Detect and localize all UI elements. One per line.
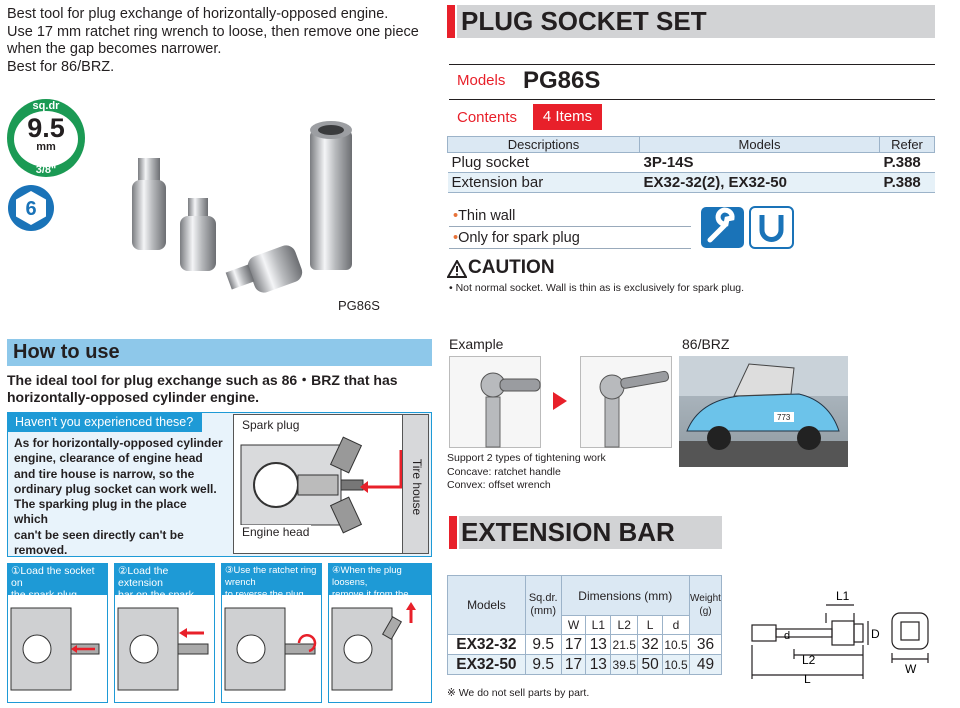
question-banner: Haven't you experienced these? [7, 412, 202, 432]
step-label: ④When the plug loosens, remove it from t… [328, 563, 432, 612]
engine-head-label: Engine head [240, 525, 312, 539]
table-row: EX32-50 9.5 17 13 39.5 50 10.5 49 [447, 654, 722, 675]
spark-plug-label: Spark plug [240, 418, 302, 432]
table-cell: Plug socket [447, 152, 640, 173]
badge-top-label: sq.dr [32, 100, 60, 112]
dim-label-d: d [784, 630, 790, 642]
feature-text: Thin wall [458, 208, 516, 224]
extension-title: EXTENSION BAR [459, 516, 722, 549]
col-descriptions: Descriptions [447, 136, 640, 153]
table-cell: P.388 [879, 172, 935, 193]
product-photo-caption: PG86S [338, 298, 380, 313]
dim-label-L1: L1 [836, 589, 850, 603]
step-label: ①Load the socket on the spark plug [7, 563, 108, 601]
col-L2: L2 [610, 615, 639, 635]
list-item: •Only for spark plug [449, 227, 691, 249]
product-photo [132, 121, 352, 293]
badge-size: 9.5 [27, 113, 65, 143]
badge-fraction: 3/8" [35, 164, 57, 176]
extension-accent-bar [449, 516, 457, 549]
table-row: Extension bar EX32-32(2), EX32-50 P.388 [447, 172, 935, 193]
hex-point-badge: 6 [8, 185, 54, 231]
col-weight: Weight(g) [689, 575, 722, 635]
col-models: Models [447, 575, 526, 635]
contents-table: Descriptions Models Refer Plug socket 3P… [447, 136, 935, 193]
badge-unit: mm [36, 141, 56, 153]
extension-bar-drawing: L1 L2 L d D W [751, 589, 929, 683]
table-row: EX32-32 9.5 17 13 21.5 32 10.5 36 [447, 634, 722, 655]
example-photo-convex [580, 356, 672, 448]
car-photo: 773 [679, 356, 848, 467]
header-accent-bar [447, 5, 455, 38]
col-models: Models [639, 136, 880, 153]
feature-text: Only for spark plug [458, 230, 580, 246]
svg-text:773: 773 [777, 413, 791, 422]
page-title: PLUG SOCKET SET [457, 5, 935, 38]
wrench-icon [701, 207, 744, 248]
intro-text: Best tool for plug exchange of horizonta… [7, 6, 437, 76]
problem-text: As for horizontally-opposed cylinder eng… [14, 436, 223, 558]
how-to-use-title: How to use [13, 341, 120, 363]
intro-line: when the gap becomes narrower. [7, 41, 222, 57]
col-L1: L1 [585, 615, 612, 635]
table-cell: EX32-32(2), EX32-50 [639, 172, 880, 193]
engine-illustration [240, 436, 403, 534]
tire-house [402, 414, 429, 554]
arrow-right-icon [553, 392, 567, 410]
table-cell: P.388 [879, 152, 935, 173]
example-label: Example [449, 336, 504, 352]
col-d: d [662, 615, 690, 635]
contents-label: Contents [457, 109, 518, 126]
thin-wall-icon [749, 206, 794, 249]
step-label: ②Load the extension bar on the spark plu… [114, 563, 215, 613]
hex-badge-number: 6 [25, 198, 36, 220]
how-to-use-header [7, 339, 432, 366]
col-L: L [637, 615, 664, 635]
intro-line: Best tool for plug exchange of horizonta… [7, 6, 389, 22]
extension-table: Models Sq.dr.(mm) Dimensions (mm) Weight… [447, 575, 722, 675]
col-dimensions: Dimensions (mm) [560, 575, 691, 616]
example-photo-concave [449, 356, 541, 448]
warning-icon [447, 260, 467, 278]
parts-note: ※ We do not sell parts by part. [447, 687, 590, 699]
intro-line: Best for 86/BRZ. [7, 58, 115, 75]
step-label: ③Use the ratchet ring wrench to reverse … [221, 563, 322, 600]
feature-list: •Thin wall •Only for spark plug [449, 205, 691, 249]
table-cell: Extension bar [447, 172, 640, 193]
caution-title: CAUTION [468, 257, 555, 278]
caution-text: • Not normal socket. Wall is thin as is … [449, 282, 745, 294]
dim-label-L: L [804, 672, 811, 683]
dim-label-L2: L2 [802, 653, 816, 667]
car-label: 86/BRZ [682, 336, 730, 352]
col-sqdr: Sq.dr.(mm) [524, 575, 562, 635]
col-W: W [560, 615, 587, 635]
models-label: Models [457, 72, 506, 89]
list-item: •Thin wall [449, 205, 691, 227]
how-to-use-lead: The ideal tool for plug exchange such as… [7, 372, 398, 405]
step-illustrations [10, 602, 416, 691]
model-name: PG86S [523, 67, 601, 94]
table-cell: 3P-14S [639, 152, 880, 173]
intro-line: Use 17 mm ratchet ring wrench to loose, … [7, 23, 419, 40]
dim-label-W: W [905, 662, 917, 676]
table-row: Plug socket 3P-14S P.388 [447, 152, 935, 173]
contents-count-badge: 4 Items [533, 104, 602, 130]
dim-label-D: D [871, 627, 880, 641]
tire-house-label: Tire house [410, 458, 424, 516]
example-notes: Support 2 types of tightening work Conca… [447, 452, 606, 491]
square-drive-badge: sq.dr 9.5 mm 3/8" [7, 99, 85, 177]
col-refer: Refer [879, 136, 935, 153]
